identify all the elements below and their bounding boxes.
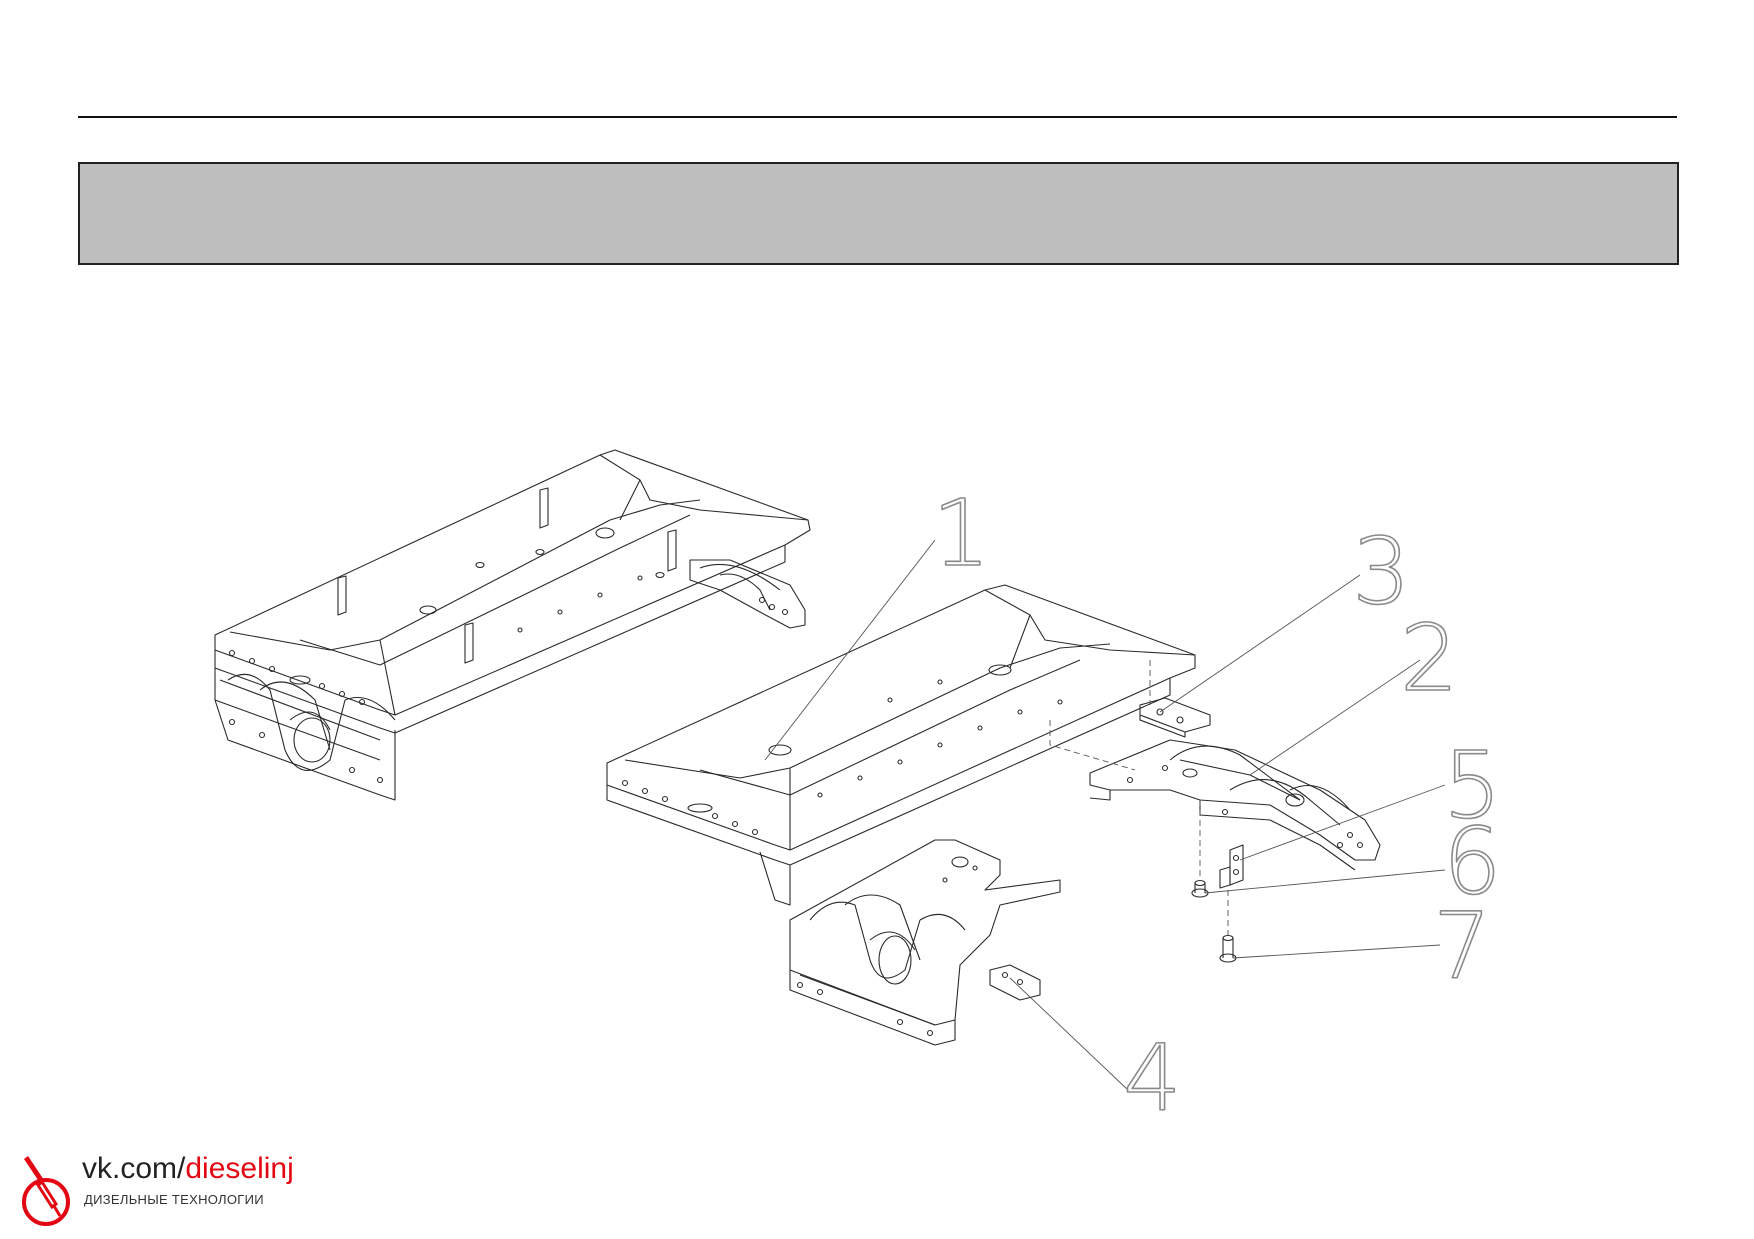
part-3-plate: [1139, 697, 1211, 738]
part-1-main-beam: [606, 584, 1196, 906]
part-6-fastener: [1191, 879, 1209, 898]
callout-5: 5: [1443, 732, 1502, 839]
part-4-crossmember: [789, 839, 1061, 1046]
injector-logo-icon: [22, 1156, 70, 1226]
callout-2: 2: [1400, 605, 1459, 712]
header-rule: [78, 116, 1677, 118]
url-prefix: vk.com/: [82, 1152, 186, 1185]
header-band: [78, 162, 1679, 265]
watermark-url[interactable]: vk.com/dieselinj: [82, 1152, 294, 1186]
callout-7: 7: [1433, 893, 1492, 1000]
watermark-subtitle: ДИЗЕЛЬНЫЕ ТЕХНОЛОГИИ: [84, 1192, 264, 1207]
part-7-fastener: [1219, 934, 1237, 963]
callout-4: 4: [1123, 1025, 1182, 1132]
callout-6: 6: [1443, 808, 1502, 915]
part-2-bracket: [1089, 739, 1381, 871]
callout-3: 3: [1352, 518, 1411, 625]
assembled-frame: [214, 449, 811, 801]
leader-lines: [764, 539, 1446, 1091]
part-5-tab: [1219, 844, 1244, 889]
url-accent: dieselinj: [185, 1152, 294, 1185]
vk-watermark[interactable]: vk.com/dieselinj ДИЗЕЛЬНЫЕ ТЕХНОЛОГИИ: [18, 1150, 338, 1230]
callout-1: 1: [932, 480, 991, 587]
